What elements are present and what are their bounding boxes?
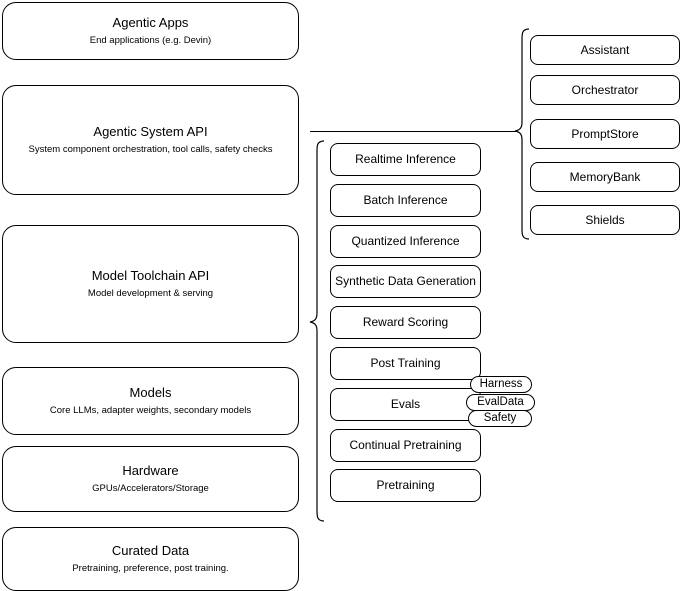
layer-subtitle: GPUs/Accelerators/Storage xyxy=(92,483,209,495)
capability-label: Reward Scoring xyxy=(362,315,449,329)
capability-label: Continual Pretraining xyxy=(349,438,462,452)
layer-box-model-toolchain-api[interactable]: Model Toolchain API Model development & … xyxy=(2,225,299,343)
layer-subtitle: Pretraining, preference, post training. xyxy=(72,563,229,575)
brace-toolchain-capabilities xyxy=(304,140,326,522)
capability-label: Evals xyxy=(390,397,421,411)
capability-continual-pretraining[interactable]: Continual Pretraining xyxy=(330,429,481,462)
agentic-component-label: Shields xyxy=(585,212,625,227)
layer-box-agentic-apps[interactable]: Agentic Apps End applications (e.g. Devi… xyxy=(2,2,299,60)
layer-box-curated-data[interactable]: Curated Data Pretraining, preference, po… xyxy=(2,527,299,591)
agentic-component-label: Assistant xyxy=(580,42,630,57)
agentic-component-label: PromptStore xyxy=(571,126,639,141)
capability-batch-inference[interactable]: Batch Inference xyxy=(330,184,481,217)
capability-reward-scoring[interactable]: Reward Scoring xyxy=(330,306,481,339)
layer-subtitle: Model development & serving xyxy=(87,288,214,300)
capability-synthetic-data-generation[interactable]: Synthetic Data Generation xyxy=(330,265,481,298)
capability-post-training[interactable]: Post Training xyxy=(330,347,481,380)
agentic-component-memorybank[interactable]: MemoryBank xyxy=(530,162,680,192)
layer-title: Hardware xyxy=(122,462,179,478)
capability-label: Quantized Inference xyxy=(351,234,460,248)
capability-evals[interactable]: Evals xyxy=(330,388,481,421)
agentic-component-orchestrator[interactable]: Orchestrator xyxy=(530,75,680,105)
layer-title: Agentic Apps xyxy=(112,14,189,30)
capability-label: Realtime Inference xyxy=(355,152,456,166)
capability-label: Batch Inference xyxy=(363,193,448,207)
capability-pretraining[interactable]: Pretraining xyxy=(330,469,481,502)
eval-subcomponent-label: Safety xyxy=(483,412,517,425)
capability-label: Post Training xyxy=(370,356,441,370)
connector-line-system-api-to-components xyxy=(310,131,516,132)
layer-box-agentic-system-api[interactable]: Agentic System API System component orch… xyxy=(2,85,299,195)
layer-box-hardware[interactable]: Hardware GPUs/Accelerators/Storage xyxy=(2,446,299,512)
layer-subtitle: System component orchestration, tool cal… xyxy=(28,144,273,156)
layer-title: Agentic System API xyxy=(93,123,208,139)
agentic-component-promptstore[interactable]: PromptStore xyxy=(530,119,680,149)
agentic-component-label: Orchestrator xyxy=(571,82,639,97)
capability-quantized-inference[interactable]: Quantized Inference xyxy=(330,225,481,258)
capability-label: Pretraining xyxy=(376,478,435,492)
agentic-component-shields[interactable]: Shields xyxy=(530,205,680,235)
agentic-component-assistant[interactable]: Assistant xyxy=(530,35,680,65)
layer-box-models[interactable]: Models Core LLMs, adapter weights, secon… xyxy=(2,367,299,435)
layer-title: Models xyxy=(129,384,172,400)
layer-subtitle: End applications (e.g. Devin) xyxy=(89,35,212,47)
layer-subtitle: Core LLMs, adapter weights, secondary mo… xyxy=(49,405,252,417)
layer-title: Curated Data xyxy=(111,542,190,558)
eval-subcomponent-safety[interactable]: Safety xyxy=(468,410,532,427)
layer-title: Model Toolchain API xyxy=(91,267,210,283)
brace-agentic-components xyxy=(509,28,531,240)
capability-realtime-inference[interactable]: Realtime Inference xyxy=(330,143,481,176)
eval-subcomponent-evaldata[interactable]: EvalData xyxy=(466,394,535,411)
eval-subcomponent-label: Harness xyxy=(479,378,523,391)
capability-label: Synthetic Data Generation xyxy=(335,274,476,288)
eval-subcomponent-label: EvalData xyxy=(477,396,524,409)
agentic-component-label: MemoryBank xyxy=(569,169,641,184)
eval-subcomponent-harness[interactable]: Harness xyxy=(470,376,532,393)
